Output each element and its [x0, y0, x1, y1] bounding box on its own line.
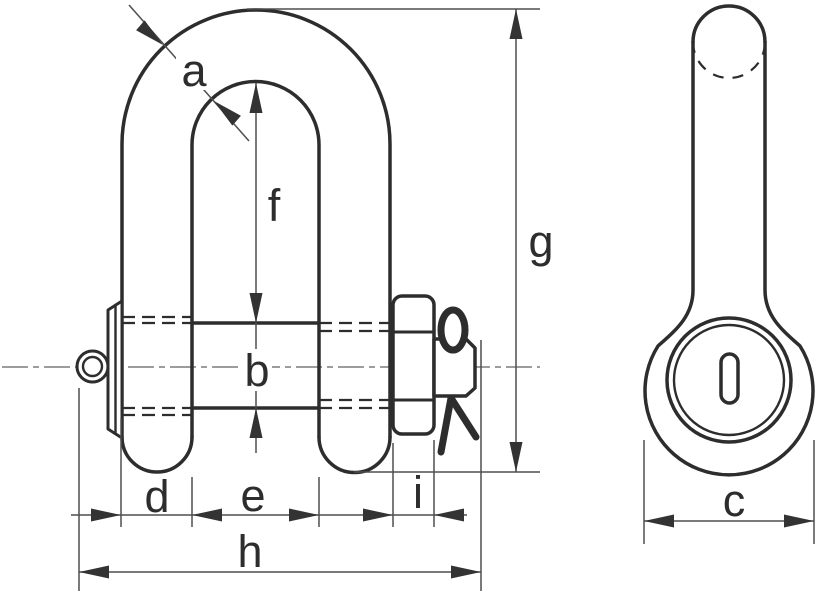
hex-nut [391, 294, 436, 436]
cotter-pin [437, 306, 480, 456]
outer-bow-outline [120, 8, 392, 439]
shackle-body [120, 8, 392, 475]
dim-label-b: b [244, 345, 269, 396]
right-leg-bottom [317, 435, 392, 475]
side-body-outline [643, 40, 815, 477]
dimension-annotations: a f b g d e i h c [71, 4, 815, 591]
extension-lines [78, 8, 815, 591]
pin-eye-ring [75, 349, 110, 384]
dimension-arrowheads [79, 9, 814, 579]
side-view [643, 4, 815, 477]
cotter-pin-ring [437, 306, 469, 354]
dim-label-f: f [268, 180, 281, 231]
dim-label-g: g [528, 216, 553, 267]
dim-label-h: h [237, 526, 262, 577]
dim-label-e: e [240, 470, 265, 521]
cotter-pin-leg-left [437, 394, 455, 456]
label-a-background [176, 56, 212, 90]
dim-label-c: c [723, 475, 746, 526]
left-leg-bottom [120, 435, 194, 474]
bow-bar-hidden-arc [691, 41, 767, 80]
dim-label-a: a [181, 45, 207, 96]
hidden-pin-edges [122, 315, 393, 417]
dimension-labels: a f b g d e i h c [144, 45, 745, 577]
label-b-background [241, 349, 272, 391]
front-view [75, 8, 480, 475]
dim-label-i: i [413, 467, 423, 518]
inner-bow-outline [190, 79, 321, 439]
dim-label-d: d [144, 471, 169, 522]
pin-head-side [665, 316, 793, 444]
cotter-pin-leg-right [447, 394, 480, 441]
bow-bar-top [691, 4, 767, 44]
pin-head-flange [106, 299, 124, 440]
pin-head-slot [719, 352, 740, 405]
